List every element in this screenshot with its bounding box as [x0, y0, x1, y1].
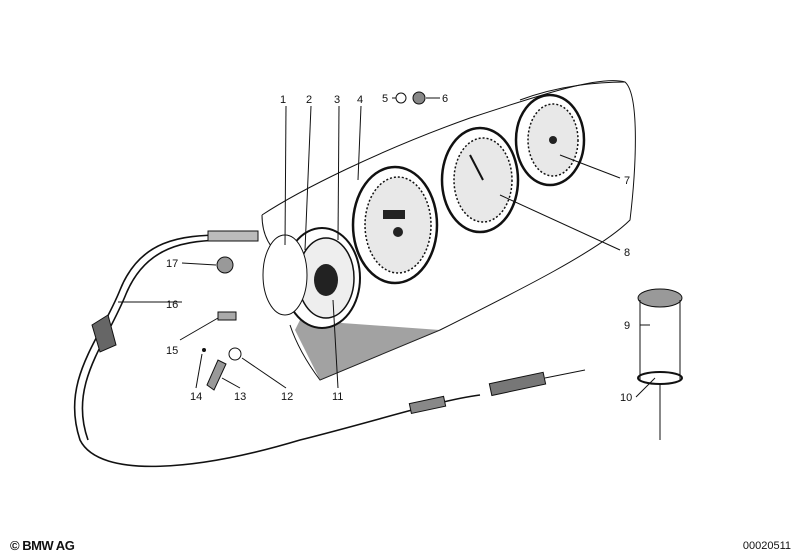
part-5-washer [395, 92, 407, 104]
document-number: 00020511 [742, 540, 791, 552]
callout-2: 2 [306, 94, 312, 106]
callout-17: 17 [166, 258, 178, 270]
part-9-sender [637, 288, 683, 440]
callout-13: 13 [234, 391, 246, 403]
gauge-speedometer [351, 165, 439, 285]
callout-12: 12 [281, 391, 293, 403]
callout-15: 15 [166, 345, 178, 357]
leader-lines [118, 97, 656, 398]
callout-1: 1 [280, 94, 286, 106]
gauge-small-left [262, 227, 361, 329]
gauge-small-right [514, 93, 586, 187]
callout-6: 6 [442, 93, 448, 105]
callout-10: 10 [620, 392, 632, 404]
dash-housing [261, 80, 636, 381]
part-12-ring [228, 347, 242, 361]
callout-7: 7 [624, 175, 630, 187]
callout-14: 14 [190, 391, 202, 403]
speedometer-cable [73, 230, 586, 468]
copyright-label: © BMW AG [10, 538, 75, 553]
callout-11: 11 [332, 391, 343, 403]
gauge-tachometer [440, 126, 520, 234]
part-17-nut [216, 256, 234, 274]
callout-5: 5 [382, 93, 388, 105]
callout-16: 16 [166, 299, 178, 311]
callout-8: 8 [624, 247, 630, 259]
part-14-pin [202, 348, 206, 352]
callout-3: 3 [334, 94, 340, 106]
callout-9: 9 [624, 320, 630, 332]
part-6-nut [412, 91, 426, 105]
part-13-knob [206, 359, 227, 391]
part-15-bulb [217, 311, 237, 321]
callout-4: 4 [357, 94, 363, 106]
